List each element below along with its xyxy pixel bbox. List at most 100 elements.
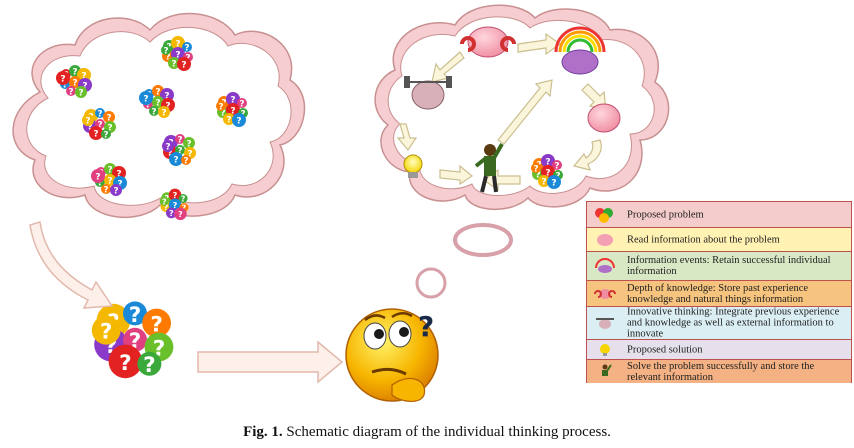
question-bubble bbox=[168, 188, 182, 202]
question-mark-glyph: ? bbox=[117, 180, 122, 190]
question-mark-glyph: ? bbox=[143, 95, 148, 105]
legend-text: Information events: Retain successful in… bbox=[627, 255, 831, 277]
question-mark-glyph: ? bbox=[181, 61, 186, 71]
question-mark-glyph: ? bbox=[165, 102, 170, 112]
question-bubble bbox=[171, 36, 185, 50]
question-bubble bbox=[158, 106, 170, 118]
question-mark-glyph: ? bbox=[175, 51, 180, 61]
question-mark-glyph: ? bbox=[81, 72, 86, 82]
magnet-brain-icon bbox=[594, 286, 616, 302]
question-bubble bbox=[149, 106, 159, 116]
question-bubble bbox=[183, 137, 195, 149]
question-bubble bbox=[103, 111, 115, 123]
success-person-icon bbox=[474, 143, 504, 193]
question-bubble bbox=[168, 57, 180, 69]
process-cloud bbox=[374, 4, 670, 210]
question-mark-glyph: ? bbox=[97, 121, 102, 131]
question-bubble bbox=[541, 154, 555, 168]
question-clusters: ????????????????????????????????????????… bbox=[56, 36, 248, 221]
question-mark-glyph: ? bbox=[236, 117, 241, 127]
question-bubble bbox=[538, 175, 550, 187]
question-mark-glyph: ? bbox=[62, 81, 67, 91]
question-bubble bbox=[137, 351, 162, 376]
question-mark-glyph: ? bbox=[554, 162, 559, 172]
question-mark-glyph: ? bbox=[173, 190, 178, 200]
question-mark-glyph: ? bbox=[119, 351, 132, 376]
question-mark-glyph: ? bbox=[220, 109, 225, 119]
legend-text: Proposed problem bbox=[627, 209, 704, 220]
question-bubble bbox=[110, 184, 122, 196]
question-mark-glyph: ? bbox=[106, 114, 111, 124]
question-mark-glyph: ? bbox=[551, 179, 556, 189]
big-question-cluster: ????????? bbox=[91, 301, 174, 379]
cycle-question-icon: ????????? bbox=[531, 154, 563, 189]
question-bubble bbox=[178, 194, 188, 203]
question-mark-glyph: ? bbox=[545, 158, 550, 168]
question-mark-glyph: ? bbox=[178, 209, 183, 219]
question-mark-glyph: ? bbox=[165, 53, 170, 63]
question-mark-glyph: ? bbox=[68, 88, 73, 98]
question-mark-glyph: ? bbox=[145, 101, 150, 111]
question-mark-glyph: ? bbox=[143, 353, 156, 378]
question-bubble bbox=[169, 152, 183, 166]
question-mark-glyph: ? bbox=[164, 202, 169, 212]
question-mark-glyph: ? bbox=[129, 303, 142, 328]
question-mark-glyph: ? bbox=[541, 178, 546, 188]
question-mark-glyph: ? bbox=[87, 123, 92, 133]
question-mark-glyph: ? bbox=[161, 109, 166, 119]
question-bubble bbox=[91, 169, 105, 183]
reading-brain-icon bbox=[594, 232, 616, 248]
question-mark-glyph: ? bbox=[113, 187, 118, 197]
question-bubble bbox=[66, 86, 76, 96]
light-bulb-icon bbox=[594, 342, 616, 358]
question-mark-glyph: ? bbox=[164, 92, 169, 102]
question-bubble bbox=[101, 129, 111, 139]
straight-arrow-right bbox=[197, 340, 344, 384]
question-mark-glyph: ? bbox=[72, 68, 77, 78]
question-mark-glyph: ? bbox=[163, 47, 168, 57]
light-bulb-icon bbox=[403, 154, 423, 178]
question-mark-glyph: ? bbox=[95, 173, 100, 183]
question-mark-glyph: ? bbox=[230, 96, 235, 106]
legend-row: Depth of knowledge: Store past experienc… bbox=[587, 281, 851, 307]
question-mark-glyph: ? bbox=[218, 103, 223, 113]
question-bubble bbox=[91, 315, 121, 345]
lifting-brain-icon bbox=[404, 76, 452, 110]
question-mark-glyph: ? bbox=[173, 156, 178, 166]
question-bubble bbox=[174, 207, 187, 221]
question-mark-glyph: ? bbox=[155, 88, 160, 98]
question-mark-glyph: ? bbox=[100, 320, 113, 345]
question-marks-icon bbox=[594, 207, 616, 223]
legend-row: Innovative thinking: Integrate previous … bbox=[587, 307, 851, 340]
question-mark-glyph: ? bbox=[545, 169, 550, 179]
question-mark-glyph: ? bbox=[78, 89, 83, 99]
question-mark-glyph: ? bbox=[103, 186, 108, 196]
question-bubble bbox=[547, 175, 561, 189]
figure-text: Schematic diagram of the individual thin… bbox=[286, 424, 611, 440]
question-bubble bbox=[226, 92, 240, 106]
svg-text:?: ? bbox=[418, 310, 434, 343]
question-mark-glyph: ? bbox=[85, 117, 90, 127]
question-bubble bbox=[237, 98, 247, 108]
question-mark-glyph: ? bbox=[177, 136, 182, 146]
legend-row: Solve the problem successfully and store… bbox=[587, 360, 851, 383]
question-mark-glyph: ? bbox=[184, 44, 189, 54]
question-bubble bbox=[223, 113, 235, 125]
question-mark-glyph: ? bbox=[97, 179, 102, 189]
question-bubble bbox=[232, 113, 246, 127]
question-bubble bbox=[89, 126, 103, 140]
curved-arrow-down bbox=[29, 221, 114, 309]
question-mark-glyph: ? bbox=[60, 75, 65, 85]
thinking-face-icon: ? bbox=[345, 308, 439, 402]
question-mark-glyph: ? bbox=[177, 147, 182, 157]
question-bubble bbox=[101, 184, 111, 194]
question-mark-glyph: ? bbox=[103, 131, 108, 141]
rainbow-brain-icon bbox=[554, 26, 606, 75]
cycle-arrows bbox=[396, 32, 607, 192]
question-mark-glyph: ? bbox=[183, 157, 188, 167]
question-mark-glyph: ? bbox=[186, 140, 191, 150]
question-bubble bbox=[531, 163, 541, 173]
question-mark-glyph: ? bbox=[151, 108, 156, 118]
question-bubble bbox=[56, 71, 70, 85]
